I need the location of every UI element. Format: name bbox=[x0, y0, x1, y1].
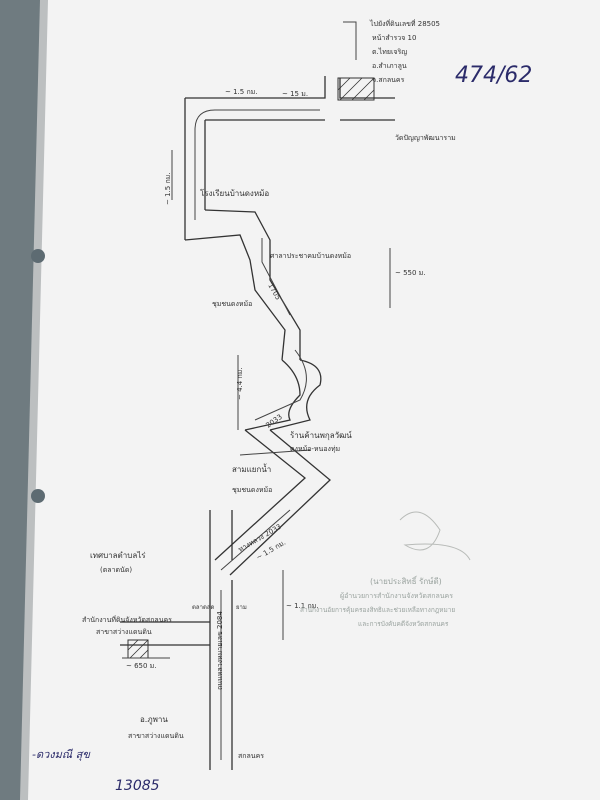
distance-top: ~ 1.5 กม. bbox=[225, 88, 258, 96]
distance-mid: ~ 4.4 กม. bbox=[236, 367, 244, 400]
road-mid-2 bbox=[184, 234, 286, 361]
label-bottom-destination: สกลนคร bbox=[238, 752, 264, 760]
distance-top-right: ~ 15 ม. bbox=[282, 90, 308, 98]
label-office: สำนักงานที่ดินจังหวัดสกลนคร bbox=[82, 615, 172, 624]
distance-bottom-left: ~ 650 ม. bbox=[126, 662, 157, 670]
label-bank-left: ตลาดสด bbox=[192, 604, 215, 611]
label-hospital: ร้านค้านพกุลวัฒน์ bbox=[290, 430, 352, 440]
stamp-line-2: สำนักงานอัยการคุ้มครองสิทธิและช่วยเหลือท… bbox=[300, 606, 455, 614]
road-2084: ถนนหลวงหมายเลข 2084 bbox=[216, 611, 224, 690]
label-market: เทศบาลตำบลไร่ bbox=[90, 551, 146, 560]
stamp-line-1: ผู้อำนวยการสำนักงานจังหวัดสกลนคร bbox=[340, 592, 453, 600]
road-wiggle-1 bbox=[269, 359, 322, 431]
label-market-sub: (ตลาดนัด) bbox=[100, 566, 132, 574]
legend-line-3: ต.ไทยเจริญ bbox=[372, 47, 407, 56]
label-district-sub: สาขาสว่างแดนดิน bbox=[128, 732, 184, 740]
road-top-outer bbox=[185, 76, 326, 99]
label-hospital-sub: ดงหม้อ-หนองทุ่ม bbox=[290, 445, 340, 453]
punch-hole-bottom bbox=[31, 489, 45, 503]
label-district: อ.ภูพาน bbox=[140, 715, 168, 725]
plot-hatch bbox=[337, 77, 375, 101]
road-mid-1 bbox=[204, 209, 301, 360]
label-office-sub: สาขาสว่างแดนดิน bbox=[96, 628, 152, 636]
distance-right: ~ 550 ม. bbox=[395, 269, 426, 277]
punch-hole-top bbox=[31, 249, 45, 263]
legend-line-1: ไปยังที่ดินเลขที่ 28505 bbox=[369, 19, 440, 28]
legend-line-5: จ.สกลนคร bbox=[372, 76, 405, 84]
route-arrows bbox=[194, 109, 320, 760]
label-village: ชุมชนดงหม้อ bbox=[212, 300, 252, 308]
road-lower-1 bbox=[229, 429, 331, 576]
road-top-right2 bbox=[339, 78, 395, 99]
destination-plot bbox=[337, 77, 375, 101]
road-wiggle-2 bbox=[244, 359, 301, 431]
road-lower-2 bbox=[214, 429, 307, 561]
doc-number: 474/62 bbox=[455, 63, 532, 88]
paper-sheet bbox=[28, 0, 600, 800]
label-bank-right: ยาม bbox=[236, 604, 247, 611]
stamp-line-3: และการบังคับคดีจังหวัดสกลนคร bbox=[358, 620, 449, 628]
road-map bbox=[120, 76, 395, 770]
label-junction: สามแยกน้ำ bbox=[232, 463, 271, 474]
label-health-center: ศาลาประชาคมบ้านดงหม้อ bbox=[270, 252, 351, 260]
distance-left: ~ 1.5 กม. bbox=[164, 172, 172, 205]
distance-bottom-right: ~ 1.1 กม. bbox=[286, 602, 319, 610]
signature-faded bbox=[399, 511, 471, 561]
route-arrow-wiggle bbox=[254, 349, 307, 421]
route-arrow-mid bbox=[261, 238, 291, 316]
legend-line-2: หน้าสำรวจ 10 bbox=[372, 34, 416, 42]
distance-markers bbox=[122, 150, 391, 659]
route-arrow-top bbox=[194, 109, 320, 220]
label-temple: วัดปัญญาพัฒนาราม bbox=[395, 134, 456, 142]
route-arrow-junction bbox=[239, 449, 311, 456]
office-hatch bbox=[127, 639, 149, 659]
signature: -ดวงมณี สุข bbox=[32, 748, 91, 761]
legend-bracket bbox=[343, 21, 357, 60]
route-arrow-lower bbox=[220, 509, 291, 571]
bottom-number: 13085 bbox=[115, 778, 160, 794]
stamp-name: (นายประสิทธิ์ รักษ์ดี) bbox=[370, 575, 442, 586]
legend-line-4: อ.สำเภาลูน bbox=[372, 62, 407, 70]
label-junction-sub: ชุมชนดงหม้อ bbox=[232, 486, 272, 494]
label-school: โรงเรียนบ้านดงหม้อ bbox=[200, 188, 269, 198]
